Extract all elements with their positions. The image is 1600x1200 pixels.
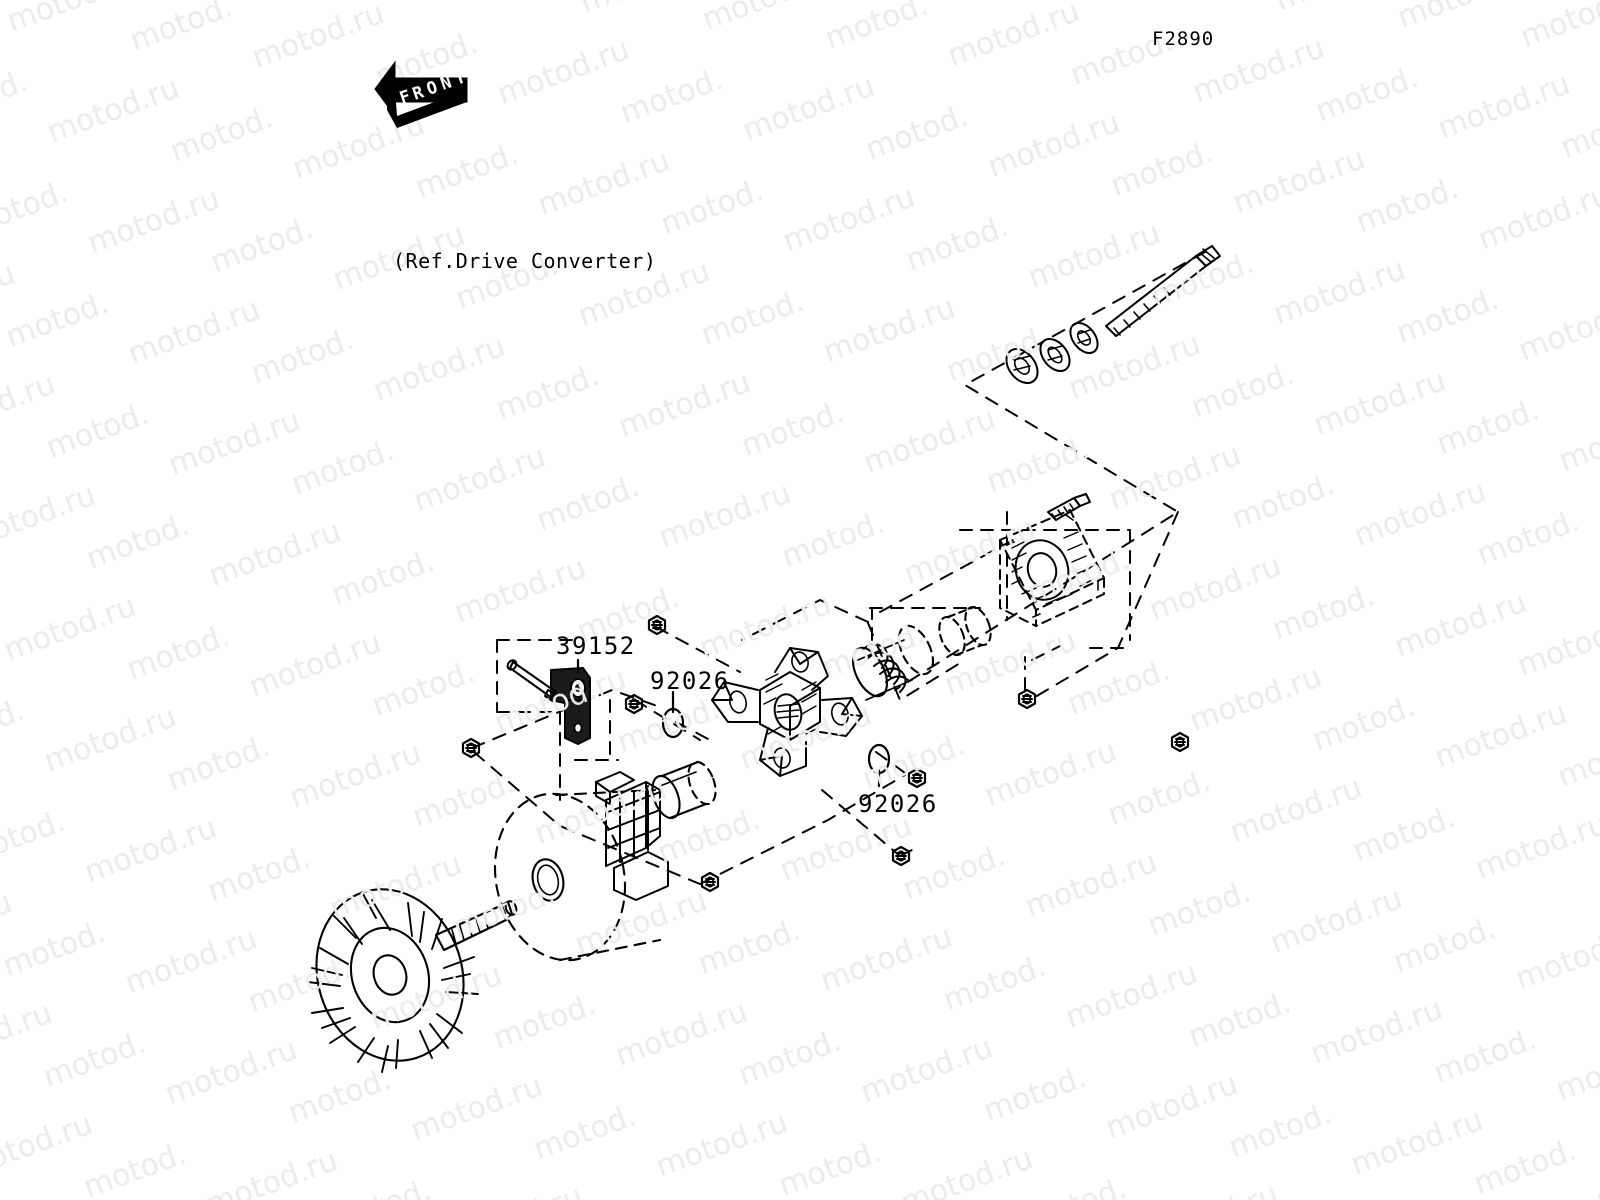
roller-spacer-2	[938, 605, 992, 657]
part-number-39152[interactable]: 39152	[556, 632, 636, 660]
short-bolt-part	[1047, 493, 1091, 521]
front-orientation-marker: F R O N T	[371, 52, 483, 140]
part-number-92026-lower[interactable]: 92026	[858, 790, 938, 818]
figure-code: F2890	[1152, 28, 1215, 50]
reference-note: (Ref.Drive Converter)	[393, 249, 657, 273]
bracket-39152-part	[550, 667, 591, 745]
part-number-92026-upper[interactable]: 92026	[650, 667, 730, 695]
spider-cam-part	[711, 647, 863, 777]
fan-impeller-part	[307, 888, 518, 1073]
coil-spring-part	[851, 624, 935, 701]
movable-sheave-part	[493, 788, 662, 962]
assembly-axis-lines	[471, 251, 1206, 885]
square-cover-plate-part	[999, 509, 1105, 627]
long-bolt-part	[1105, 245, 1221, 337]
washer-set-part	[1005, 321, 1099, 384]
